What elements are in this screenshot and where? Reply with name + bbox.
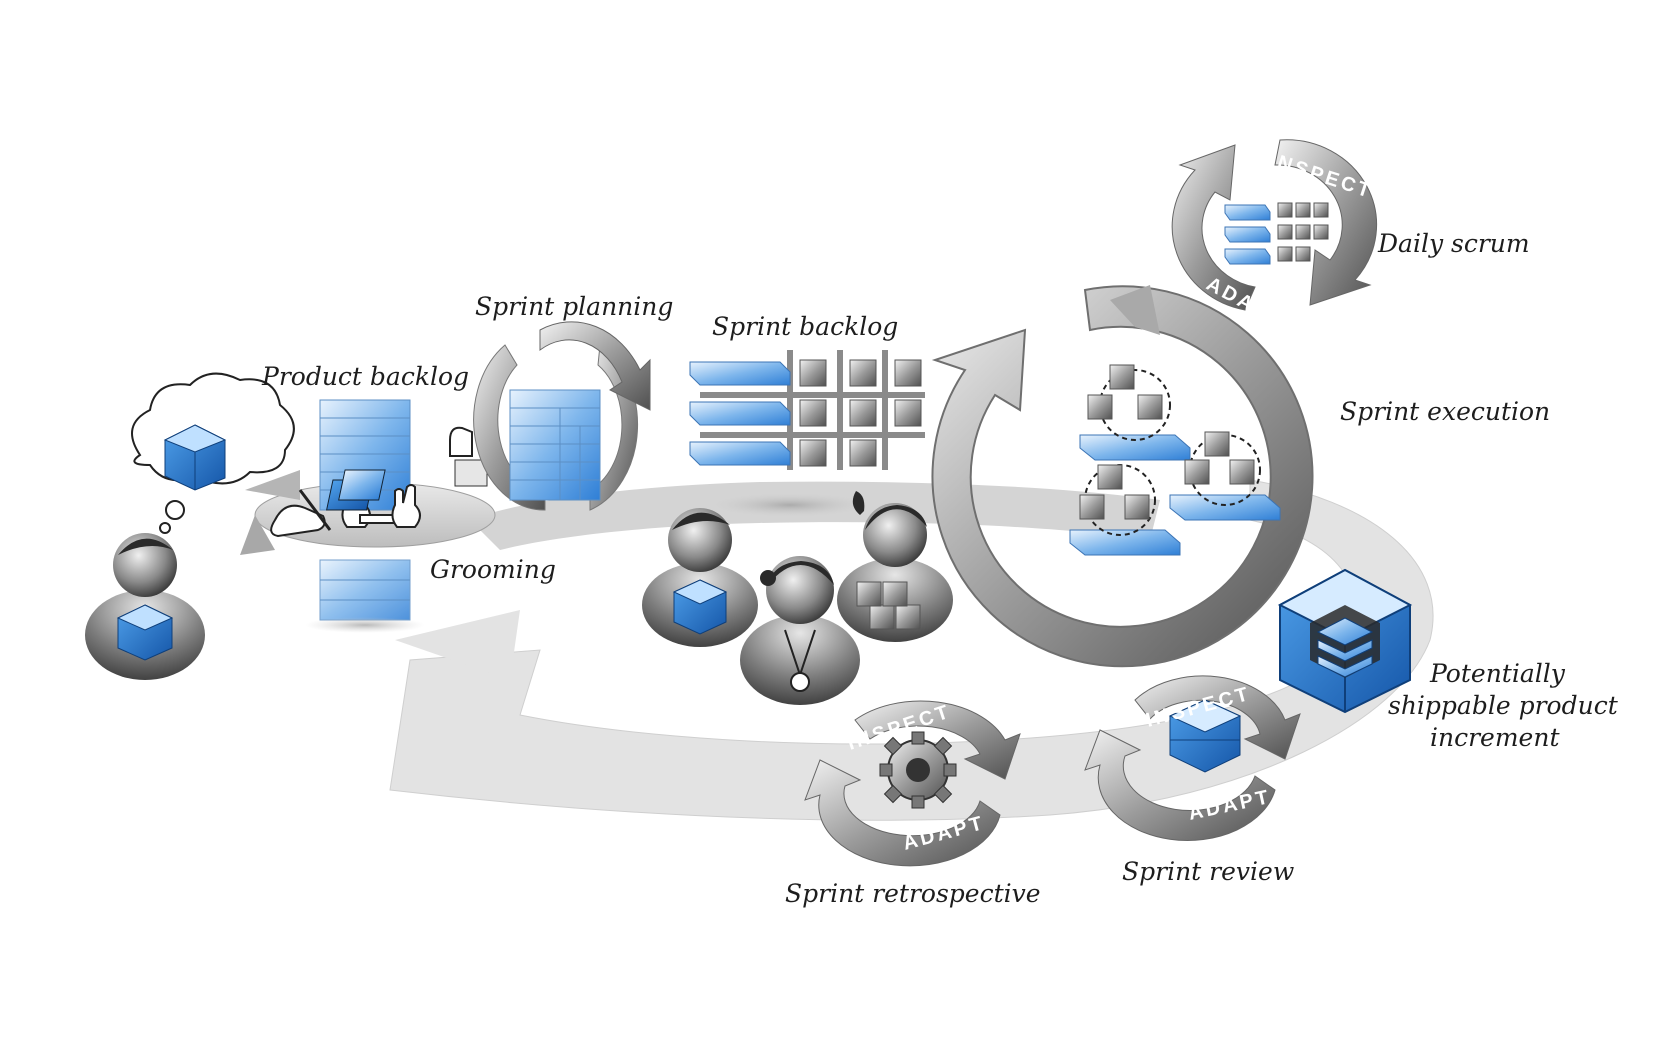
label-daily-scrum: Daily scrum (1377, 229, 1530, 258)
sprint-backlog-board (689, 350, 925, 517)
label-grooming: Grooming (430, 555, 556, 584)
development-team-member (642, 508, 758, 647)
label-sprint-review: Sprint review (1122, 857, 1294, 886)
sprint-review-cycle (1084, 675, 1301, 841)
label-increment-line3: increment (1430, 723, 1560, 752)
idea-cube-icon (163, 424, 227, 491)
scrum-master-figure (740, 556, 860, 705)
label-increment-line1: Potentially (1429, 659, 1566, 688)
sticky-cards-icon (325, 426, 488, 511)
label-sprint-retrospective: Sprint retrospective (785, 879, 1041, 908)
daily-scrum-cycle (1171, 139, 1378, 311)
gear-icon (879, 731, 957, 809)
label-product-backlog: Product backlog (261, 362, 469, 391)
label-sprint-execution: Sprint execution (1340, 397, 1550, 426)
execution-work-cubes (1069, 364, 1281, 556)
sprint-retrospective-cycle (804, 700, 1021, 867)
sprint-planning-cycle (473, 321, 651, 511)
team-member-with-cubes (837, 491, 953, 642)
sprint-execution-cycle (931, 285, 1314, 668)
shippable-increment-cube (1277, 568, 1413, 714)
label-increment-line2: shippable product (1388, 691, 1619, 720)
product-owner-figure (85, 533, 205, 680)
label-sprint-backlog: Sprint backlog (712, 312, 898, 341)
label-sprint-planning: Sprint planning (475, 292, 673, 321)
